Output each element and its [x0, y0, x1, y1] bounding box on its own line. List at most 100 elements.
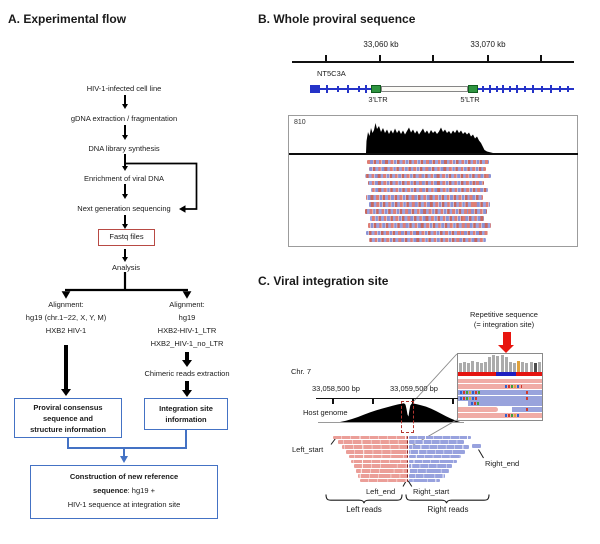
inset-mismatch-speck	[520, 385, 523, 389]
gene-exon-tick	[337, 86, 339, 92]
inset-mismatch-speck	[517, 413, 519, 417]
gene-exon-tick	[550, 85, 552, 93]
proviral-consensus-box: Proviral consensus sequence and structur…	[14, 398, 122, 438]
inset-coverage-bar	[492, 355, 496, 372]
b-ruler-label-1: 33,060 kb	[363, 40, 399, 49]
b-alignment-panel	[288, 115, 578, 247]
inset-mismatch-speck	[508, 385, 510, 389]
c-ruler-tick	[332, 399, 334, 404]
inset-coverage-bar	[483, 362, 487, 372]
left-read-row	[351, 459, 409, 464]
right-read-row	[408, 449, 466, 454]
c-ruler-label-2: 33,059,500 bp	[390, 383, 438, 393]
proviral-box-line3: structure information	[30, 425, 106, 434]
inset-mismatch-speck	[460, 390, 462, 395]
fastq-files-box: Fastq files	[98, 229, 155, 246]
c-track-baseline	[318, 422, 464, 424]
align-right-line3: HXB2-HIV-1_LTR	[157, 326, 217, 335]
red-arrow-shaft	[503, 331, 511, 345]
flow-split-connector	[61, 272, 192, 299]
inset-coverage-bar	[467, 363, 471, 372]
integration-site-box: Integration site information	[144, 398, 228, 430]
inset-mismatch-speck	[474, 402, 476, 406]
panel-a-title: A. Experimental flow	[8, 12, 127, 26]
inset-mismatch-speck	[475, 396, 477, 400]
left-read-row	[353, 464, 409, 468]
align-left-line1: Alignment:	[48, 300, 84, 309]
b-ruler-tick	[487, 54, 489, 62]
inset-coverage-bar	[504, 356, 508, 372]
inset-read-segment	[458, 395, 542, 401]
gene-exon-tick	[347, 85, 349, 93]
right-read-row	[408, 454, 461, 459]
left-read-row	[333, 435, 409, 440]
flow-thick-arrow-left	[64, 345, 68, 389]
b-ruler-line	[292, 61, 574, 63]
inset-mismatch-speck	[517, 385, 519, 389]
flow-thick-arrow-right-2	[185, 381, 189, 390]
right-read-row	[408, 435, 471, 440]
gene-exon-tick	[482, 86, 484, 92]
right-read-row	[408, 473, 445, 478]
sequencing-read-row	[365, 209, 487, 214]
flow-step-gdna: gDNA extraction / fragmentation	[70, 114, 178, 123]
inset-coverage-bar	[533, 363, 537, 372]
ltr3-label: 3'LTR	[368, 95, 388, 104]
repetitive-seq-label-1: Repetitive sequence	[470, 310, 538, 319]
c-ruler-line	[316, 397, 462, 400]
flow-arrow-4	[123, 184, 127, 194]
gene-exon-tick	[509, 86, 511, 92]
proviral-box-line1: Proviral consensus	[33, 403, 103, 412]
gene-exon-tick	[567, 86, 569, 92]
flow-feedback-connector	[126, 162, 198, 213]
gene-exon-tick	[502, 85, 504, 93]
right-read-row	[408, 464, 453, 468]
inset-coverage-bar	[500, 355, 504, 372]
flow-step-chimeric: Chimeric reads extraction	[144, 369, 230, 378]
inset-coverage-bar	[508, 362, 512, 372]
inset-mismatch-speck	[514, 413, 516, 417]
flow-arrow-3	[123, 154, 127, 166]
integration-box-line1: Integration site	[159, 404, 213, 413]
construction-box-line3: HIV-1 sequence at integration site	[67, 500, 181, 509]
inset-mismatch-speck	[477, 402, 479, 406]
gene-exon-tick	[559, 86, 561, 92]
inset-coverage-bar	[529, 362, 533, 372]
b-ruler-tick	[379, 54, 381, 62]
gene-exon-tick	[365, 85, 367, 93]
align-right-line2: hg19	[178, 313, 196, 322]
inset-mismatch-speck	[471, 402, 473, 406]
inset-coverage-bar	[459, 362, 463, 372]
left-end-label: Left_end	[366, 487, 396, 496]
right-start-label: Right_start	[413, 487, 450, 496]
c-ruler-tick	[452, 399, 454, 404]
gene-exon-tick	[541, 86, 543, 92]
c-zoom-connector-lines	[411, 353, 458, 447]
gene-exon-tick	[489, 85, 491, 93]
gene-exon-tick	[496, 86, 498, 92]
sequencing-read-row	[369, 166, 486, 172]
inset-read-segment	[468, 401, 542, 407]
inset-coverage-bar	[479, 362, 483, 372]
inset-coverage-bar	[496, 356, 500, 372]
b-ruler-tick	[540, 54, 542, 62]
gene-exon-tick	[524, 86, 526, 92]
left-start-label: Left_start	[292, 445, 324, 454]
sequencing-read-row	[368, 180, 484, 186]
right-read-row	[408, 459, 457, 464]
inset-mismatch-speck	[508, 413, 510, 417]
gene-exon-tick	[358, 86, 360, 92]
sequencing-read-row	[368, 223, 491, 228]
blue-connector-right	[185, 430, 187, 449]
inset-mismatch-speck	[475, 390, 477, 395]
sequencing-read-row	[369, 202, 490, 207]
align-right-line1: Alignment:	[169, 300, 205, 309]
gene-exon-tick	[516, 85, 518, 93]
repetitive-seq-label-2: (= integration site)	[473, 319, 535, 329]
c-ruler-label-1: 33,058,500 bp	[312, 383, 360, 393]
right-read-row	[408, 478, 441, 483]
sequencing-read-row	[366, 195, 483, 200]
inset-mismatch-speck	[511, 413, 513, 417]
align-right-line4: HXB2_HIV-1_no_LTR	[150, 339, 224, 348]
flow-step-analysis: Analysis	[112, 263, 140, 272]
